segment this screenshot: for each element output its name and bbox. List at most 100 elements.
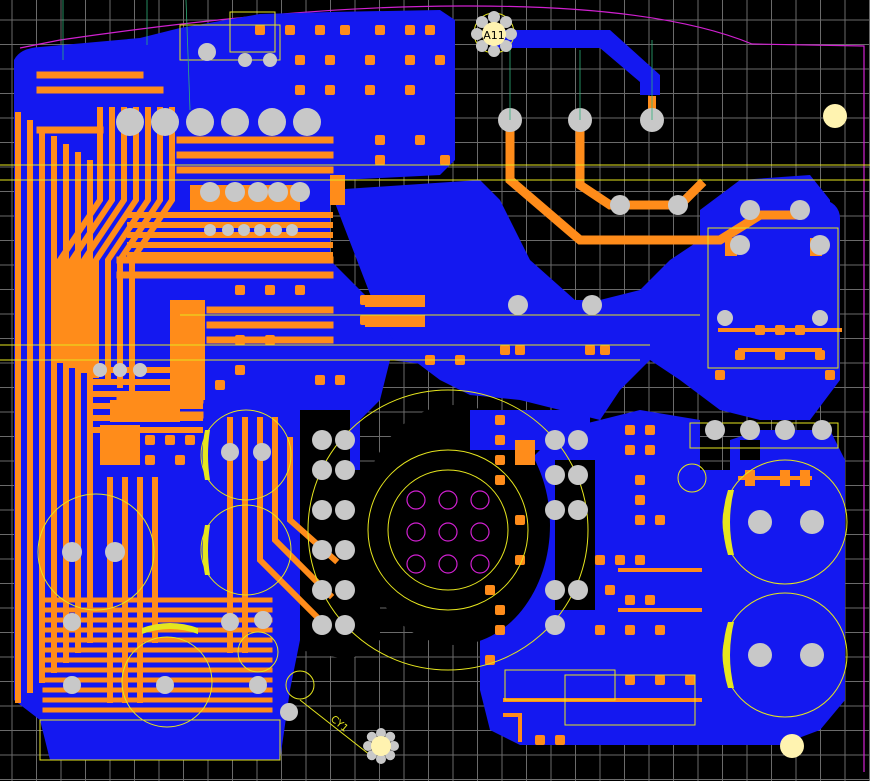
smd-pad bbox=[185, 435, 195, 445]
smd-pad bbox=[145, 455, 155, 465]
smd-pad bbox=[235, 335, 245, 345]
speaker-hole bbox=[470, 554, 490, 574]
smd-pad bbox=[515, 515, 525, 525]
silk-left-frame bbox=[39, 719, 281, 761]
through-hole-pad bbox=[748, 510, 772, 534]
a11-center bbox=[482, 22, 506, 46]
polarity-mark-1 bbox=[723, 490, 734, 555]
through-hole-pad bbox=[200, 182, 220, 202]
smd-pad bbox=[255, 25, 265, 35]
silk-diagonal bbox=[299, 699, 371, 756]
bottom-via-pin bbox=[389, 741, 399, 751]
bottom-via-ring bbox=[363, 728, 399, 764]
speaker-hole bbox=[470, 522, 490, 542]
smd-block-1 bbox=[110, 400, 180, 422]
silk-misc-1 bbox=[677, 463, 707, 493]
smd-pad bbox=[295, 85, 305, 95]
through-hole-pad bbox=[238, 224, 250, 236]
mid-bus bbox=[129, 107, 175, 393]
smd-pad bbox=[145, 435, 155, 445]
smd-pad bbox=[615, 555, 625, 565]
smd-pad bbox=[365, 85, 375, 95]
a11-pad-ring bbox=[471, 11, 517, 57]
polarity-mark-5 bbox=[202, 525, 210, 575]
through-hole-pad bbox=[335, 615, 355, 635]
smd-pad bbox=[645, 425, 655, 435]
through-hole-pad bbox=[312, 430, 332, 450]
through-hole-pad bbox=[812, 420, 832, 440]
mid-bus bbox=[69, 107, 115, 368]
smd-pad bbox=[585, 345, 595, 355]
smd-block-5 bbox=[330, 175, 345, 205]
smd-pad bbox=[325, 55, 335, 65]
silkscreen-layer bbox=[0, 11, 870, 761]
through-hole-pad bbox=[312, 460, 332, 480]
through-hole-pad bbox=[545, 580, 565, 600]
smd-pad-dots bbox=[145, 25, 835, 745]
a11-pin bbox=[471, 28, 483, 40]
through-hole-pad bbox=[800, 643, 824, 667]
through-hole-pad bbox=[263, 53, 277, 67]
silk-speaker-inner bbox=[387, 469, 509, 591]
through-hole-pad bbox=[810, 235, 830, 255]
through-hole-pad bbox=[568, 465, 588, 485]
smd-pad bbox=[335, 375, 345, 385]
through-hole-pad bbox=[290, 182, 310, 202]
smd-block-11 bbox=[515, 440, 535, 465]
through-hole-pad bbox=[293, 108, 321, 136]
smd-pad bbox=[165, 435, 175, 445]
smd-pad bbox=[655, 625, 665, 635]
mounting-hole-bottom-right[interactable] bbox=[780, 734, 804, 758]
through-hole-pad bbox=[335, 430, 355, 450]
smd-block-3 bbox=[170, 300, 205, 400]
through-hole-pad bbox=[113, 363, 127, 377]
smd-pad bbox=[495, 455, 505, 465]
smd-pad bbox=[775, 325, 785, 335]
through-hole-pad bbox=[270, 224, 282, 236]
component-a11[interactable]: A11 bbox=[471, 11, 517, 57]
through-hole-pad bbox=[254, 224, 266, 236]
silk-speaker-mid bbox=[367, 449, 529, 611]
clearance-block-4 bbox=[740, 440, 760, 460]
mid-bus bbox=[57, 107, 103, 363]
smd-pad bbox=[485, 585, 495, 595]
mid-bus bbox=[81, 107, 127, 373]
component-bottom-via[interactable] bbox=[363, 728, 399, 764]
silk-cap-right-top bbox=[722, 459, 848, 585]
through-hole-pad bbox=[582, 295, 602, 315]
smd-pad bbox=[495, 415, 505, 425]
smd-block-10 bbox=[800, 470, 810, 486]
polarity-mark-3 bbox=[142, 623, 198, 634]
smd-pad bbox=[625, 425, 635, 435]
through-hole-pad bbox=[198, 43, 216, 61]
smd-pad bbox=[815, 350, 825, 360]
smd-pad bbox=[775, 350, 785, 360]
smd-pad bbox=[365, 55, 375, 65]
smd-pad bbox=[400, 315, 410, 325]
through-hole-pad bbox=[568, 580, 588, 600]
smd-pad bbox=[795, 325, 805, 335]
smd-pad bbox=[405, 25, 415, 35]
through-hole-pad bbox=[93, 363, 107, 377]
smd-pad bbox=[635, 515, 645, 525]
through-hole-pad bbox=[335, 460, 355, 480]
smd-pad bbox=[495, 625, 505, 635]
diag-track-3 bbox=[257, 417, 325, 625]
smd-pad bbox=[655, 515, 665, 525]
mounting-hole-top-right[interactable] bbox=[823, 104, 847, 128]
through-hole-pad bbox=[286, 224, 298, 236]
smd-pad bbox=[175, 455, 185, 465]
smd-pad bbox=[325, 85, 335, 95]
smd-pad bbox=[625, 595, 635, 605]
a11-pin bbox=[475, 40, 488, 53]
through-hole-pad bbox=[156, 676, 174, 694]
smd-pad bbox=[405, 85, 415, 95]
smd-pad bbox=[625, 445, 635, 455]
smd-pad bbox=[435, 55, 445, 65]
through-hole-pad bbox=[740, 200, 760, 220]
smd-pad bbox=[360, 295, 370, 305]
smd-pad bbox=[595, 555, 605, 565]
smd-pad bbox=[375, 25, 385, 35]
smd-pad bbox=[605, 585, 615, 595]
